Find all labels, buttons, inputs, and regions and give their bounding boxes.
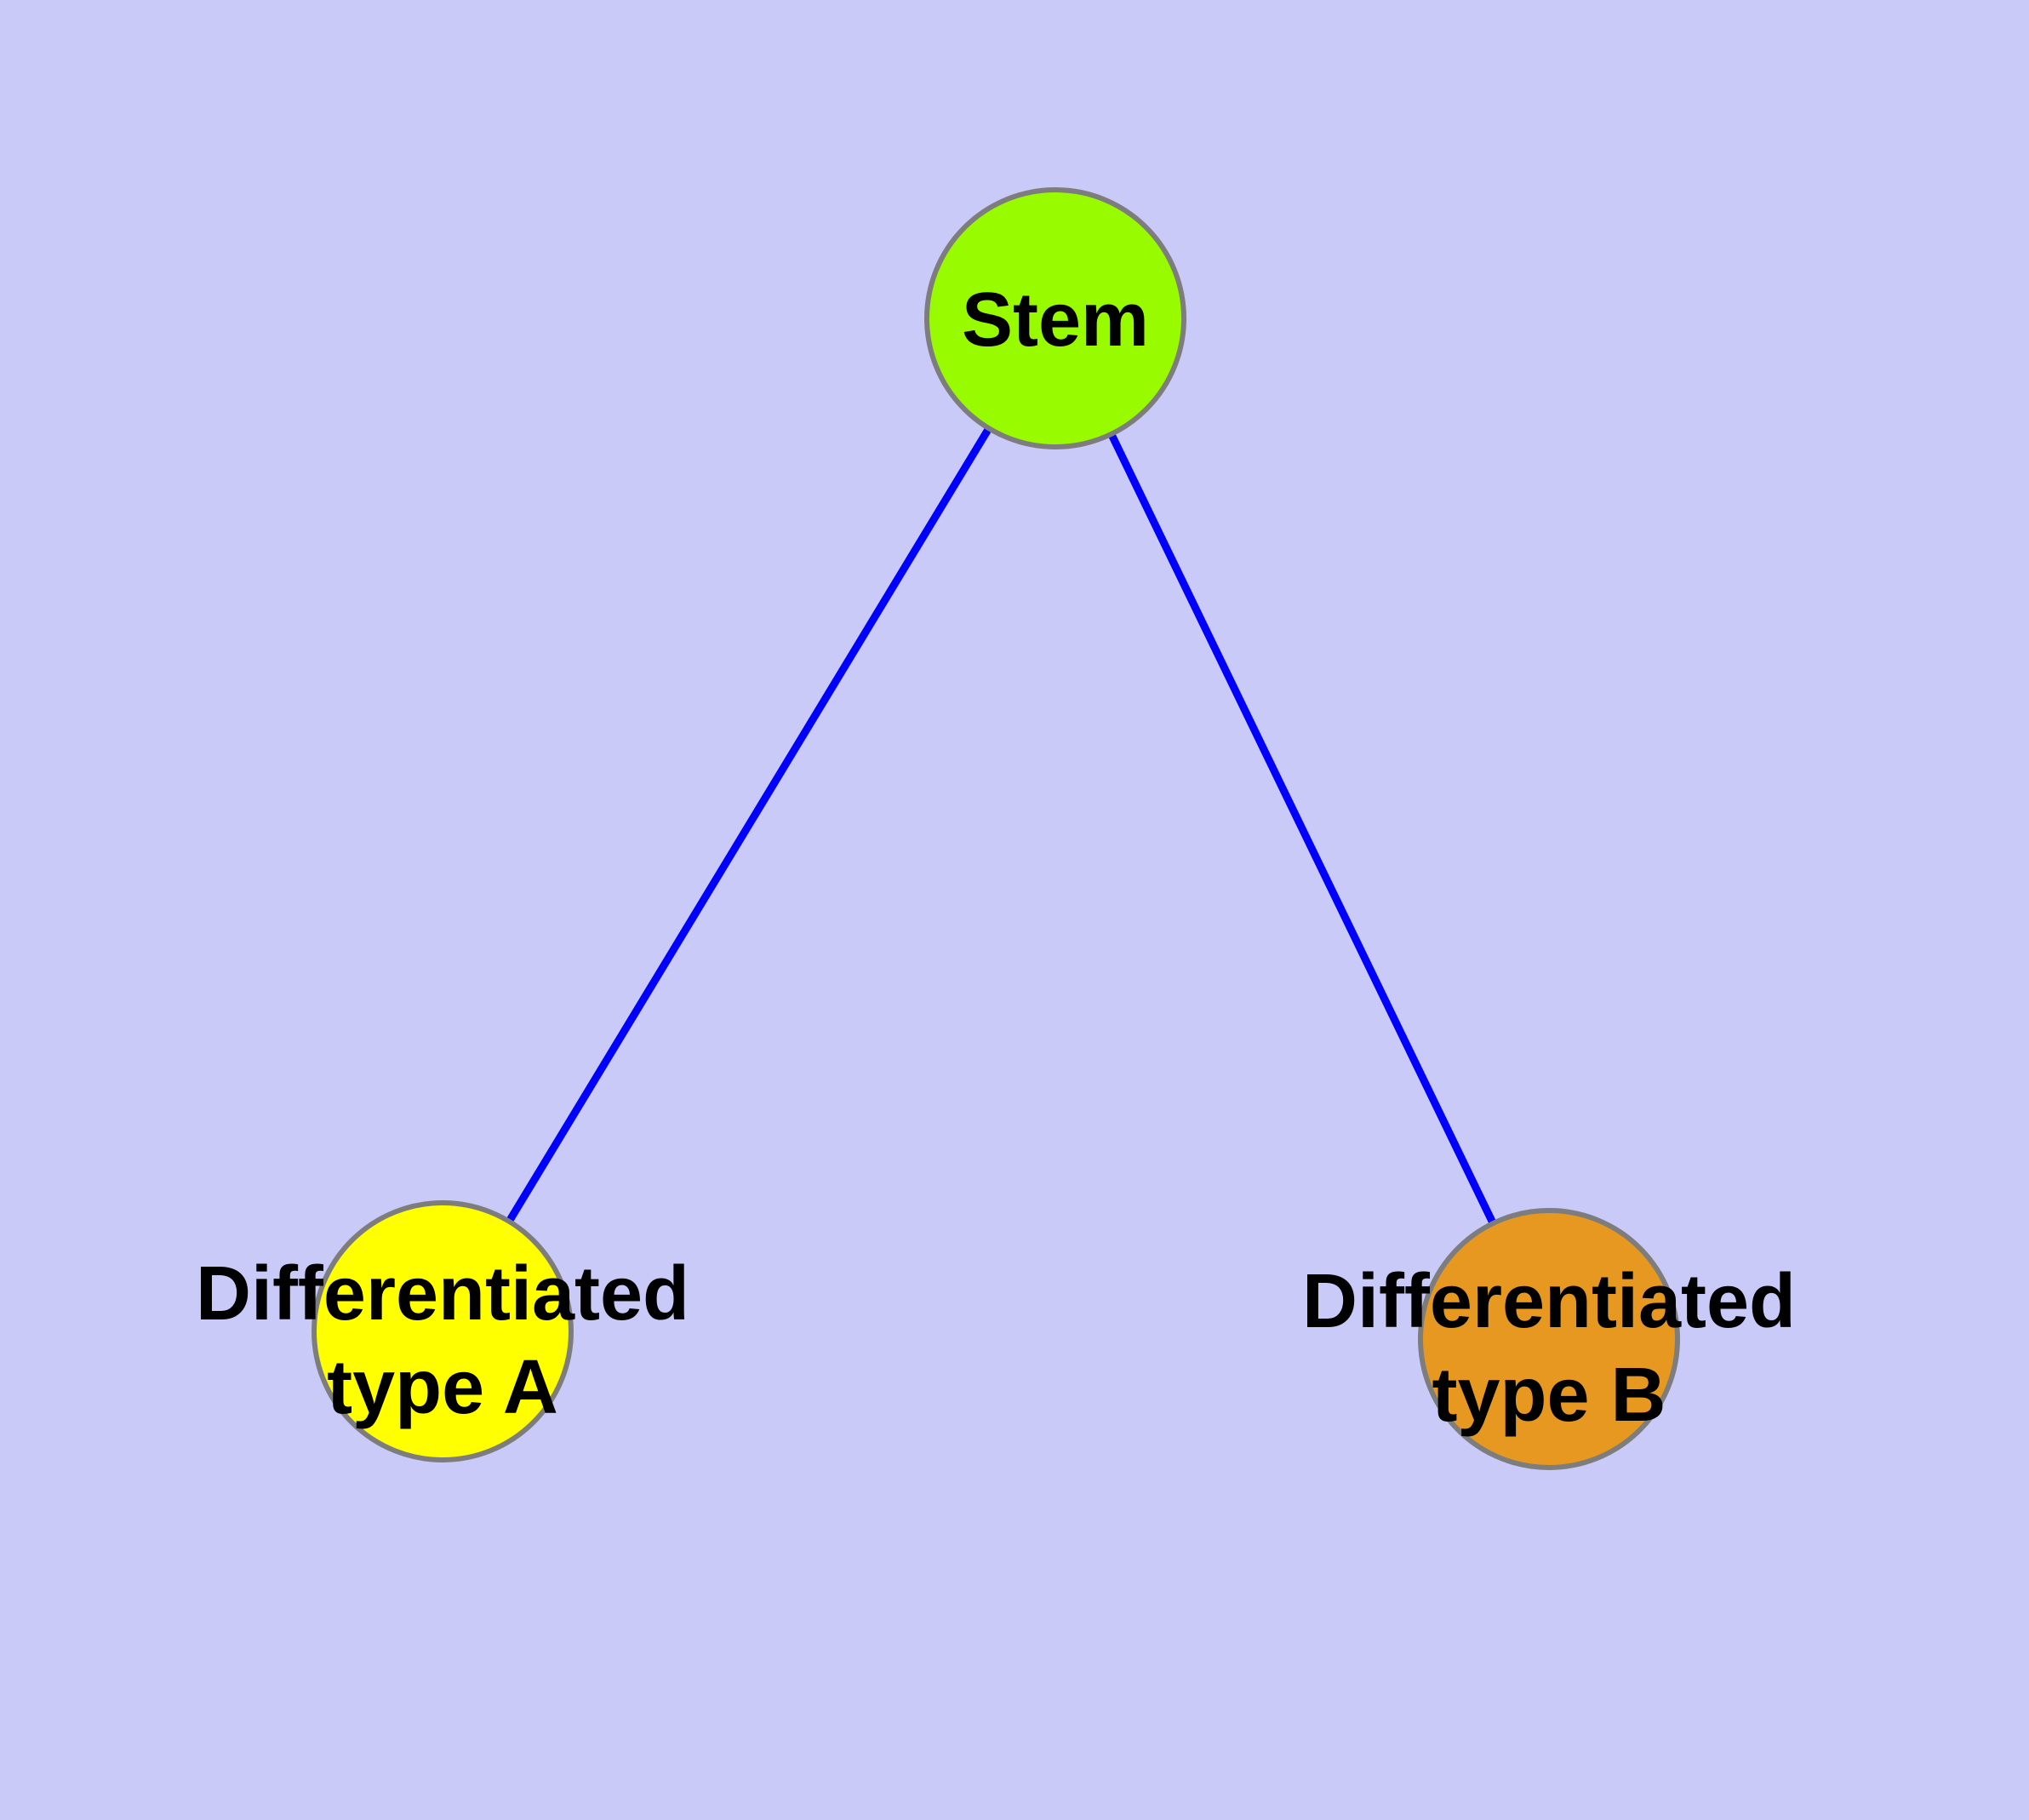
- type-b-label-line2: type B: [1432, 1353, 1666, 1438]
- stem-node: [924, 187, 1186, 449]
- edge-stem-to-type-b: [1051, 317, 1553, 1341]
- type-a-label-line1: Differentiated: [196, 1251, 689, 1336]
- edge-stem-to-type-a: [439, 316, 1059, 1334]
- differentiated-type-a-node: [311, 1200, 574, 1462]
- type-a-label-line2: type A: [327, 1345, 558, 1430]
- type-b-label-line1: Differentiated: [1302, 1259, 1796, 1344]
- stem-node-label: Stem: [962, 278, 1149, 363]
- differentiated-type-b-node: [1418, 1208, 1680, 1470]
